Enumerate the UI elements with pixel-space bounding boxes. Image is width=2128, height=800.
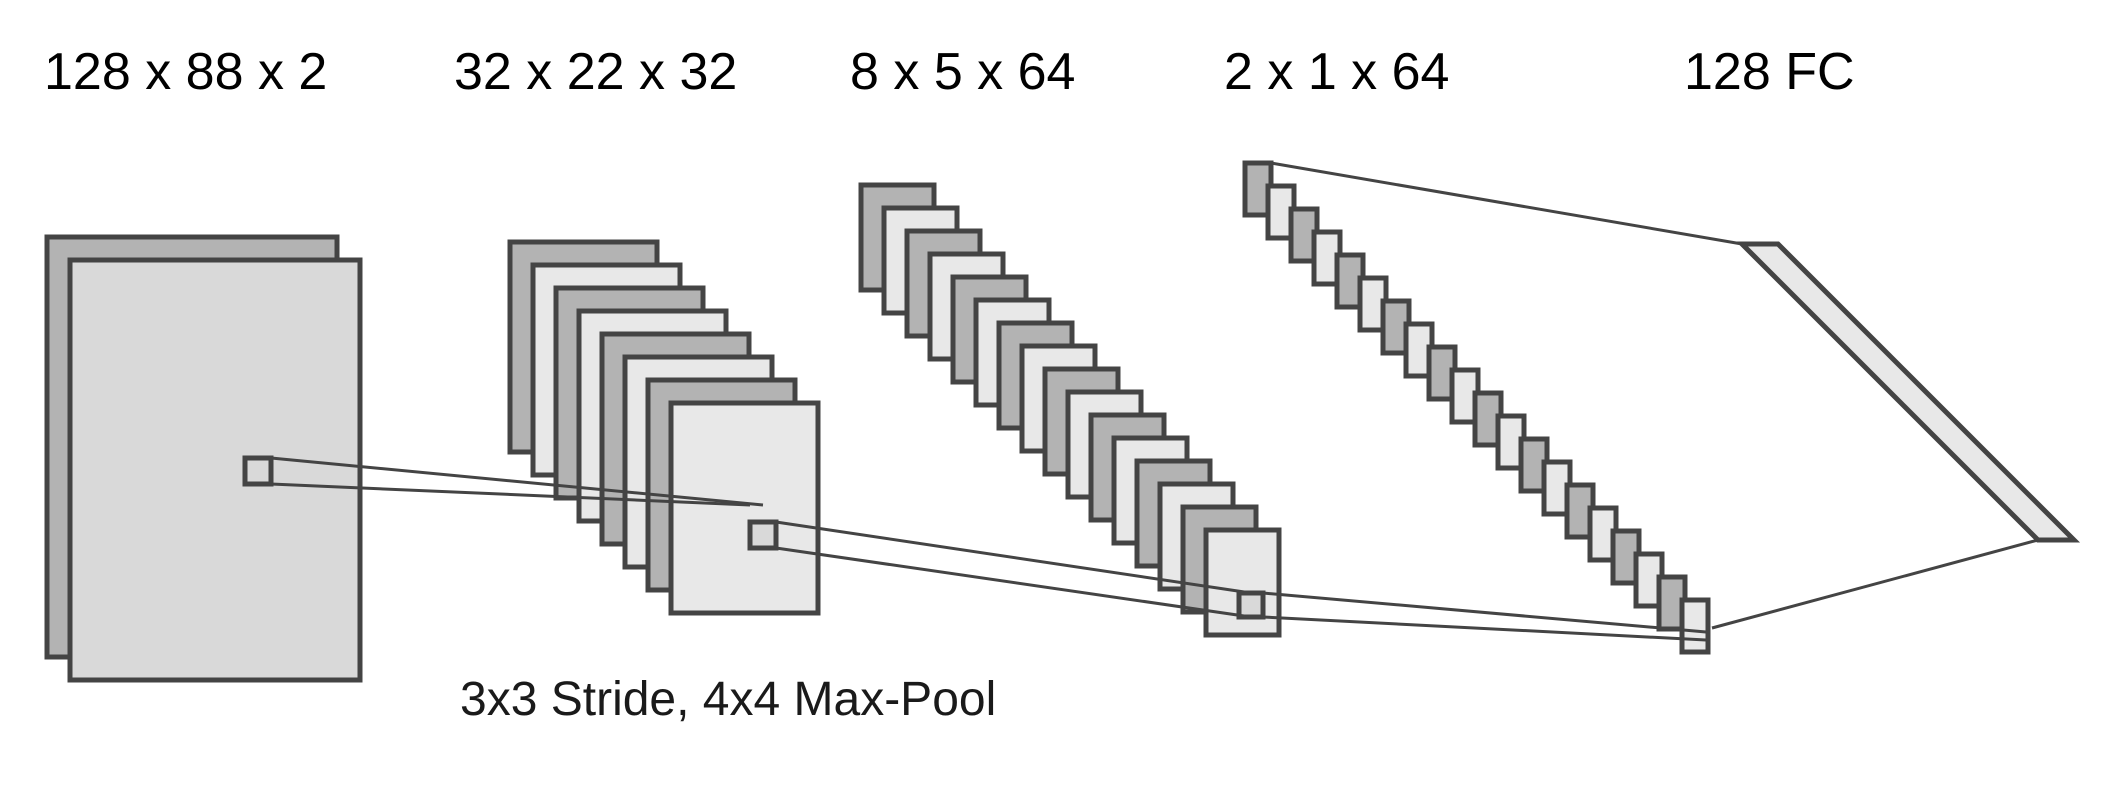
layer-label-conv3: 2 x 1 x 64 [1224,43,1450,101]
conv3-feature-maps [1242,160,1711,655]
fc-layer-bar [1735,241,2081,543]
fully-connected-layer [1735,241,2081,543]
layer-label-conv2: 8 x 5 x 64 [850,43,1076,101]
conv1-feature-maps [507,239,821,616]
receptive-field-connectors [270,161,2039,642]
operation-caption: 3x3 Stride, 4x4 Max-Pool [460,673,997,726]
connector-line [775,520,1252,595]
layer-label-conv1: 32 x 22 x 32 [454,43,738,101]
connector-line [775,546,1252,619]
conv2-feature-maps [858,182,1282,638]
layer-label-input: 128 x 88 x 2 [44,43,328,101]
connector-line [1711,538,2039,630]
conv1-map [668,400,821,616]
connector-line [1262,591,1707,634]
connector-line [270,482,751,507]
connector-line [270,456,764,507]
conv3-map [1679,597,1711,655]
layer-label-fc: 128 FC [1684,43,1855,101]
connector-line [1262,615,1707,642]
conv1-receptive-field [747,519,779,551]
connector-line [1270,161,1743,246]
input-feature-maps [44,234,363,683]
conv2-receptive-field [1236,590,1266,620]
input-receptive-field [242,455,274,487]
input-map [67,257,363,683]
